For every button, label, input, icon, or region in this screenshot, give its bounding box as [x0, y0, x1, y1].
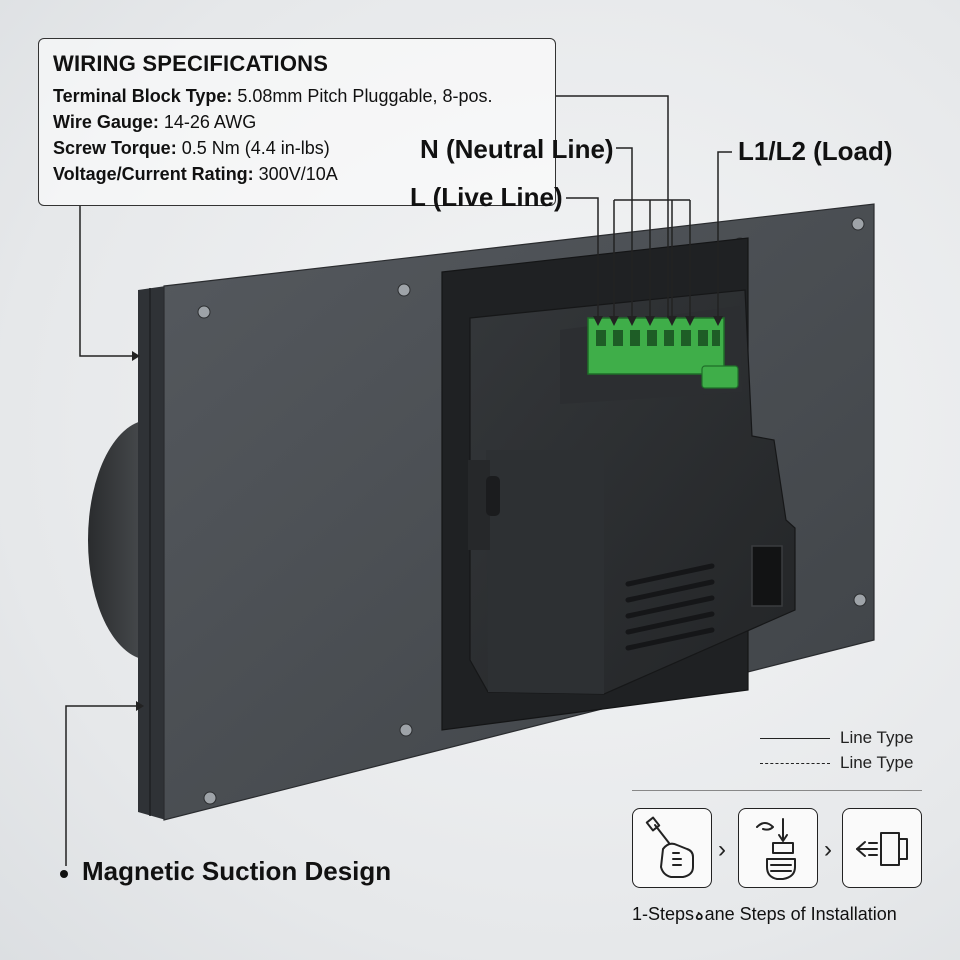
wiring-specifications-box: WIRING SPECIFICATIONS Terminal Block Typ…: [38, 38, 556, 206]
legend-solid: Line Type: [760, 728, 913, 748]
legend-dashed-label: Line Type: [840, 753, 914, 772]
step-2: [738, 808, 818, 888]
chevron-right-icon: ›: [718, 836, 726, 863]
spec-key: Screw Torque:: [53, 138, 177, 158]
spec-key: Terminal Block Type:: [53, 86, 233, 106]
small-green-switch: [701, 365, 739, 389]
installation-caption: 1-Stepsہane Steps of Installation: [632, 904, 897, 924]
screw: [853, 593, 867, 607]
spec-row-torque: Screw Torque: 0.5 Nm (4.4 in-lbs): [53, 135, 541, 161]
spec-key: Voltage/Current Rating:: [53, 164, 254, 184]
legend-divider: [632, 790, 922, 791]
spec-title: WIRING SPECIFICATIONS: [53, 51, 329, 76]
spec-row-rating: Voltage/Current Rating: 300V/10A: [53, 161, 541, 187]
dashed-line-swatch: [760, 762, 830, 764]
hand-insert-icon: [756, 818, 796, 880]
legend-solid-label: Line Type: [840, 728, 914, 747]
spec-row-terminal: Terminal Block Type: 5.08mm Pitch Plugga…: [53, 83, 541, 109]
panel-side-edge: [138, 286, 166, 820]
live-line-label: L (Live Line): [410, 182, 563, 212]
bullet-dot: [60, 870, 68, 878]
chevron-right-icon: ›: [824, 836, 832, 863]
load-label: L1/L2 (Load): [738, 136, 893, 166]
ethernet-port: [751, 545, 783, 607]
spec-row-gauge: Wire Gauge: 14-26 AWG: [53, 109, 541, 135]
screw: [197, 305, 211, 319]
screw: [851, 217, 865, 231]
spec-key: Wire Gauge:: [53, 112, 159, 132]
magnetic-suction-label: Magnetic Suction Design: [82, 856, 392, 886]
screwdriver-hand-icon: [645, 816, 694, 878]
spec-value: 0.5 Nm (4.4 in-lbs): [176, 138, 330, 158]
spec-value: 300V/10A: [253, 164, 338, 184]
spec-value: 14-26 AWG: [158, 112, 257, 132]
terminal-block: [587, 317, 725, 375]
screw: [203, 791, 217, 805]
screw: [399, 723, 413, 737]
solid-line-swatch: [760, 737, 830, 739]
screw: [397, 283, 411, 297]
legend-dashed: Line Type: [760, 753, 913, 773]
plug-arrow-icon: [856, 832, 908, 866]
neutral-line-label: N (Neutral Line): [420, 134, 614, 164]
step-1: [632, 808, 712, 888]
spec-value: 5.08mm Pitch Pluggable, 8-pos.: [232, 86, 493, 106]
step-3: [842, 808, 922, 888]
